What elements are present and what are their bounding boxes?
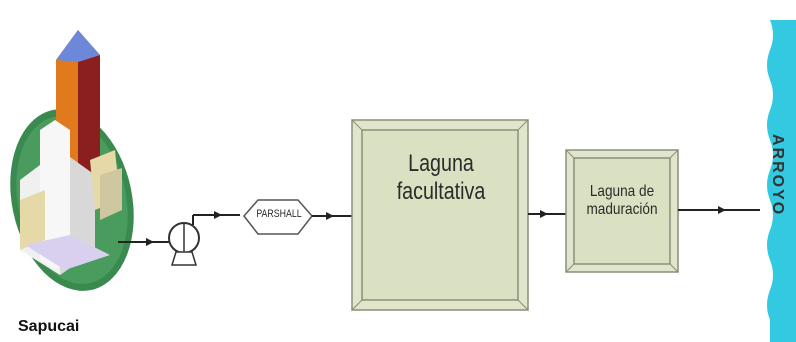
river-shape <box>767 20 796 342</box>
river-label: ARROYO <box>769 133 787 217</box>
facultative-lagoon-label: Laguna facultativa <box>384 150 497 205</box>
maturation-line2: maduración <box>586 201 658 219</box>
city-label: Sapucai <box>18 318 80 335</box>
parshall-flume <box>243 199 313 235</box>
facultative-line1: Laguna <box>408 150 474 177</box>
maturation-lagoon <box>565 149 679 273</box>
maturation-lagoon-label: Laguna de maduración <box>581 183 663 220</box>
facultative-line2: facultativa <box>396 177 486 205</box>
pump-icon <box>168 222 200 266</box>
parshall-label: PARSHALL <box>256 208 302 220</box>
facultative-lagoon <box>351 119 529 311</box>
maturation-line1: Laguna de <box>589 183 655 200</box>
city-icon <box>10 30 134 291</box>
